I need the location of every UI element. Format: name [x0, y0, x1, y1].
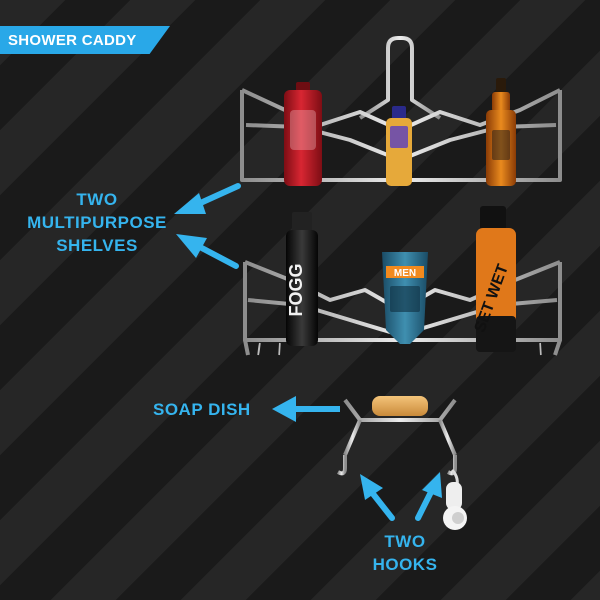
- soap-arrow: [272, 396, 340, 422]
- shelves-callout-line-3: SHELVES: [56, 236, 138, 255]
- fogg-can: FOGG: [286, 212, 318, 346]
- hooks-arrows: [360, 472, 442, 521]
- fogg-label: FOGG: [286, 264, 306, 317]
- hooks-callout-line-2: HOOKS: [372, 555, 438, 574]
- shelves-callout-line-2: MULTIPURPOSE: [27, 213, 167, 232]
- hooks-callout-line-1: TWO: [384, 532, 426, 551]
- setwet-can: SET WET: [472, 206, 516, 352]
- cream-brand-label: MEN: [394, 268, 416, 279]
- banner-label: SHOWER CADDY: [8, 31, 137, 49]
- bath-brush: [443, 468, 467, 530]
- hooks-callout: TWO HOOKS: [355, 530, 455, 576]
- lotion-bottle: [386, 106, 412, 186]
- shelves-arrows: [174, 183, 241, 269]
- soap-dish-callout: SOAP DISH: [153, 398, 251, 421]
- shelves-callout-line-1: TWO: [76, 190, 118, 209]
- face-cream-tube: MEN: [382, 252, 428, 344]
- shelves-callout: TWO MULTIPURPOSE SHELVES: [22, 188, 172, 257]
- shampoo-bottle: [284, 82, 322, 186]
- amber-bottle: [486, 78, 516, 186]
- arrow-head-lower: [176, 234, 207, 258]
- soap-dish-label: SOAP DISH: [153, 400, 251, 419]
- soap-bar: [372, 396, 428, 416]
- banner: SHOWER CADDY: [0, 26, 170, 54]
- arrow-head-upper: [174, 193, 206, 214]
